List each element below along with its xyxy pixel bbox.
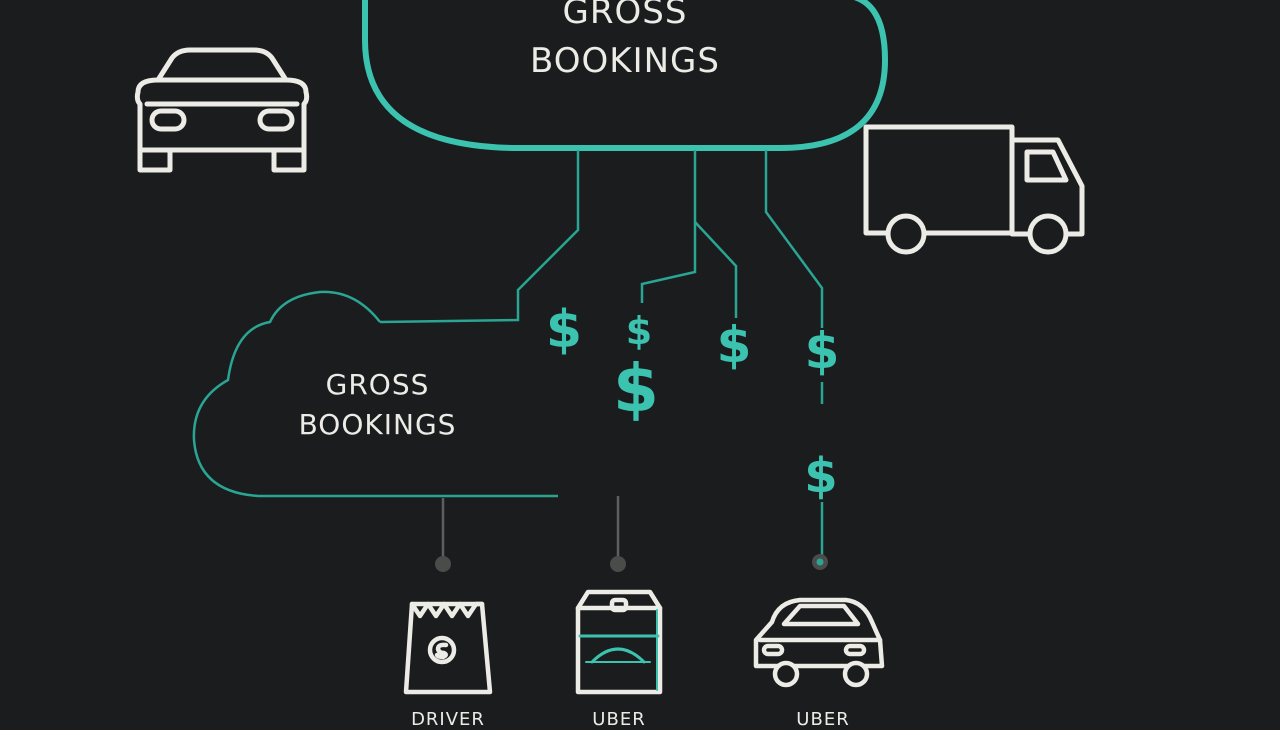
dollar-sign-icon: $ <box>625 309 653 353</box>
food-bag-icon <box>575 589 663 695</box>
mid-cloud-label: GROSS BOOKINGS <box>270 368 485 441</box>
mid-cloud-line1: GROSS <box>325 368 430 401</box>
node-driver <box>435 556 451 572</box>
top-cloud-outline <box>362 0 889 151</box>
dollar-sign-icon: $ <box>716 316 752 374</box>
dollar-sign-icon: $ <box>804 322 840 380</box>
car-front-icon <box>134 47 310 173</box>
node-uber-1 <box>610 556 626 572</box>
grocery-bag-icon <box>403 601 493 695</box>
car-side-icon <box>753 597 885 688</box>
connector-center <box>640 150 697 303</box>
top-cloud-label: GROSS BOOKINGS <box>470 0 780 82</box>
dollar-sign-icon: $ <box>804 448 838 504</box>
top-connectors <box>379 150 824 558</box>
top-cloud-line1: GROSS <box>562 0 688 32</box>
dollar-sign-icon: $ <box>613 350 659 427</box>
mid-cloud-line2: BOOKINGS <box>298 407 457 441</box>
connector-left <box>379 150 580 324</box>
delivery-truck-icon <box>863 124 1085 255</box>
connector-center-branch <box>694 221 738 318</box>
lower-stems <box>441 496 620 560</box>
top-cloud-line2: BOOKINGS <box>530 40 720 81</box>
mid-cloud-outline <box>192 290 558 498</box>
connector-right <box>764 150 824 328</box>
dollar-sign-icon: $ <box>545 300 583 360</box>
